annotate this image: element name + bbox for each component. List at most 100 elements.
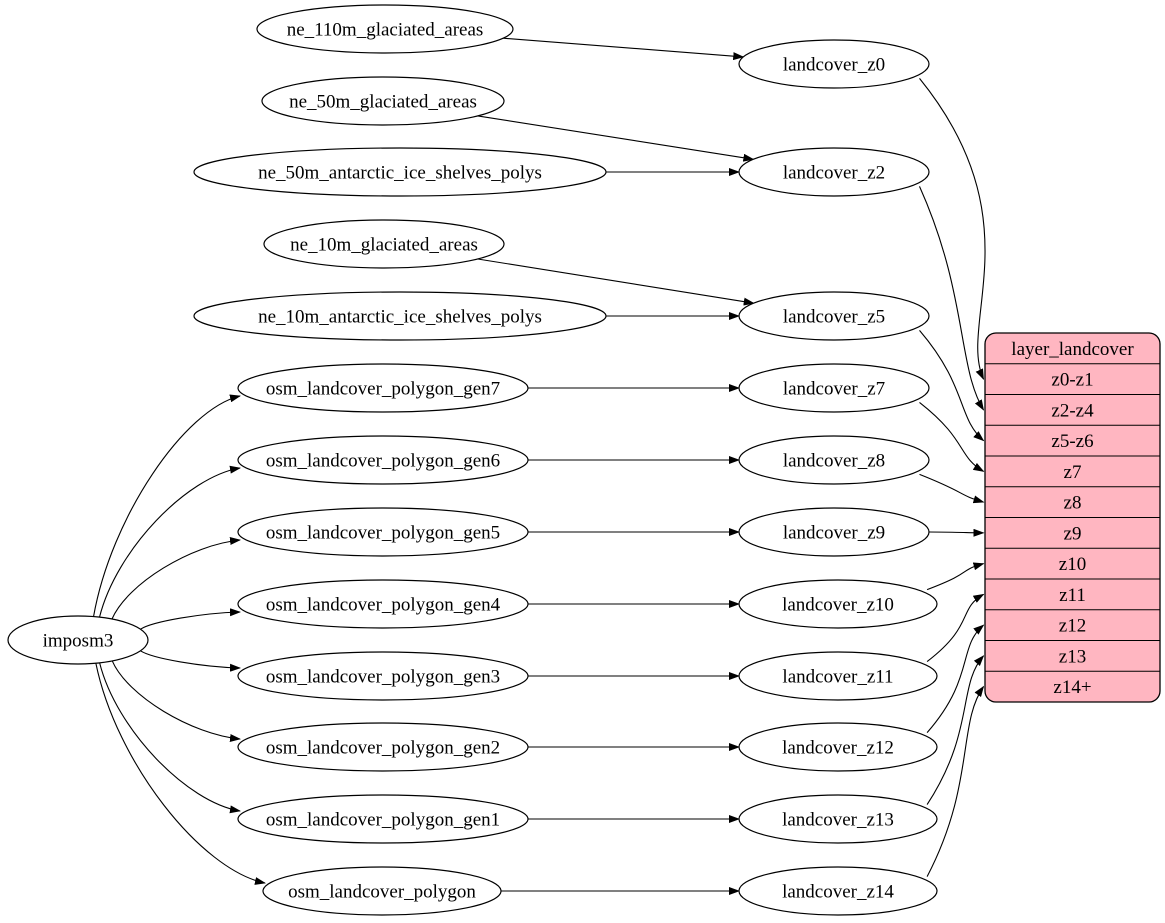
table-row-z5-z6: z5-z6: [1051, 431, 1093, 452]
node-osm_landcover_polygon_gen3: osm_landcover_polygon_gen3: [237, 651, 529, 701]
node-label-osm_landcover_polygon_gen3: osm_landcover_polygon_gen3: [266, 667, 500, 688]
node-layer: ne_110m_glaciated_areas ne_50m_glaciated_…: [7, 4, 1161, 916]
table-row-z8: z8: [1064, 493, 1082, 514]
node-label-osm_landcover_polygon_gen5: osm_landcover_polygon_gen5: [266, 523, 500, 544]
edge-landcover_z2--layer_landcover:z2-z4: [918, 186, 985, 411]
node-osm_landcover_polygon_gen6: osm_landcover_polygon_gen6: [237, 435, 529, 485]
node-osm_landcover_polygon_gen1: osm_landcover_polygon_gen1: [237, 794, 529, 844]
node-label-ne_50m_antarctic_ice_shelves_polys: ne_50m_antarctic_ice_shelves_polys: [258, 163, 542, 184]
node-ellipse-imposm3: [7, 615, 149, 665]
table-row-z0-z1: z0-z1: [1051, 370, 1093, 391]
node-osm_landcover_polygon_gen4: osm_landcover_polygon_gen4: [237, 579, 529, 629]
node-label-osm_landcover_polygon_gen4: osm_landcover_polygon_gen4: [266, 595, 501, 616]
node-label-landcover_z11: landcover_z11: [782, 667, 893, 688]
edge-imposm3--osm_landcover_polygon_gen3: [140, 650, 241, 672]
node-label-osm_landcover_polygon_gen6: osm_landcover_polygon_gen6: [266, 451, 500, 472]
edge-landcover_z8--layer_landcover:z8: [919, 473, 985, 504]
edge-landcover_z5--layer_landcover:z5-z6: [919, 330, 985, 442]
node-osm_landcover_polygon_gen7: osm_landcover_polygon_gen7: [237, 363, 529, 413]
node-label-ne_10m_glaciated_areas: ne_10m_glaciated_areas: [290, 235, 478, 256]
node-label-osm_landcover_polygon_gen2: osm_landcover_polygon_gen2: [266, 738, 500, 759]
table-row-z11: z11: [1059, 585, 1086, 606]
edge-landcover_z0--layer_landcover:z0-z1: [919, 78, 986, 381]
node-ne_110m_glaciated_areas: ne_110m_glaciated_areas: [256, 4, 514, 54]
node-ellipse-landcover_z8: [738, 435, 930, 485]
node-ellipse-osm_landcover_polygon_gen6: [237, 435, 529, 485]
node-landcover_z8: landcover_z8: [738, 435, 930, 485]
node-ellipse-landcover_z13: [738, 794, 938, 844]
node-landcover_z5: landcover_z5: [738, 291, 930, 341]
edge-imposm3--osm_landcover_polygon_gen6: [98, 465, 241, 618]
edge-ne_10m_glaciated_areas--landcover_z5: [477, 258, 755, 306]
node-label-osm_landcover_polygon_gen7: osm_landcover_polygon_gen7: [266, 379, 500, 400]
node-ellipse-landcover_z14: [738, 866, 938, 916]
table-row-z2-z4: z2-z4: [1051, 400, 1094, 421]
node-ellipse-osm_landcover_polygon_gen4: [237, 579, 529, 629]
edge-landcover_z11--layer_landcover:z11: [926, 593, 985, 663]
node-ellipse-landcover_z10: [738, 579, 938, 629]
node-ellipse-osm_landcover_polygon: [262, 866, 502, 916]
node-label-osm_landcover_polygon: osm_landcover_polygon: [288, 882, 476, 903]
table-row-z12: z12: [1059, 616, 1086, 637]
node-ellipse-ne_50m_glaciated_areas: [261, 76, 505, 126]
node-ellipse-osm_landcover_polygon_gen7: [237, 363, 529, 413]
edge-imposm3--osm_landcover_polygon_gen2: [111, 660, 241, 743]
edge-imposm3--osm_landcover_polygon_gen7: [92, 394, 241, 617]
table-layer_landcover: layer_landcover z0-z1 z2-z4 z5-z6 z7 z8 z9 z10 z…: [984, 332, 1161, 703]
edge-landcover_z13--layer_landcover:z13: [926, 655, 985, 805]
node-landcover_z9: landcover_z9: [738, 507, 930, 557]
table-row-z10: z10: [1059, 554, 1086, 575]
node-ellipse-ne_110m_glaciated_areas: [256, 4, 514, 54]
node-ne_10m_glaciated_areas: ne_10m_glaciated_areas: [263, 219, 505, 269]
node-landcover_z13: landcover_z13: [738, 794, 938, 844]
edge-imposm3--osm_landcover_polygon_gen1: [99, 662, 241, 814]
node-ellipse-landcover_z12: [738, 722, 938, 772]
node-landcover_z2: landcover_z2: [738, 147, 930, 197]
node-label-landcover_z12: landcover_z12: [782, 738, 894, 759]
node-ellipse-ne_10m_glaciated_areas: [263, 219, 505, 269]
node-landcover_z11: landcover_z11: [738, 651, 938, 701]
node-label-landcover_z10: landcover_z10: [782, 595, 894, 616]
node-ellipse-osm_landcover_polygon_gen1: [237, 794, 529, 844]
node-label-landcover_z0: landcover_z0: [783, 55, 885, 76]
node-label-landcover_z14: landcover_z14: [782, 882, 894, 903]
edge-ne_50m_glaciated_areas--landcover_z2: [477, 115, 755, 162]
edge-imposm3--osm_landcover_polygon: [95, 663, 266, 885]
node-ellipse-ne_10m_antarctic_ice_shelves_polys: [193, 291, 607, 341]
node-imposm3: imposm3: [7, 615, 149, 665]
table-row-z14+: z14+: [1053, 677, 1091, 698]
table-row-z9: z9: [1064, 523, 1082, 544]
node-osm_landcover_polygon: osm_landcover_polygon: [262, 866, 502, 916]
node-label-imposm3: imposm3: [43, 631, 114, 652]
node-osm_landcover_polygon_gen5: osm_landcover_polygon_gen5: [237, 507, 529, 557]
node-landcover_z7: landcover_z7: [738, 363, 930, 413]
node-ellipse-landcover_z9: [738, 507, 930, 557]
node-label-landcover_z7: landcover_z7: [783, 379, 885, 400]
node-label-landcover_z5: landcover_z5: [783, 307, 885, 328]
node-landcover_z0: landcover_z0: [738, 39, 930, 89]
edge-imposm3--osm_landcover_polygon_gen5: [111, 536, 241, 620]
node-label-landcover_z9: landcover_z9: [783, 523, 885, 544]
node-label-landcover_z2: landcover_z2: [783, 163, 885, 184]
table-title: layer_landcover: [1011, 339, 1134, 360]
node-landcover_z14: landcover_z14: [738, 866, 938, 916]
edge-landcover_z7--layer_landcover:z7: [919, 401, 985, 472]
node-label-ne_10m_antarctic_ice_shelves_polys: ne_10m_antarctic_ice_shelves_polys: [258, 307, 542, 328]
node-landcover_z12: landcover_z12: [738, 722, 938, 772]
node-ne_50m_glaciated_areas: ne_50m_glaciated_areas: [261, 76, 505, 126]
node-label-osm_landcover_polygon_gen1: osm_landcover_polygon_gen1: [266, 810, 500, 831]
node-ne_50m_antarctic_ice_shelves_polys: ne_50m_antarctic_ice_shelves_polys: [193, 147, 607, 197]
edge-landcover_z10--layer_landcover:z10: [926, 562, 985, 591]
node-label-landcover_z13: landcover_z13: [782, 810, 894, 831]
node-ellipse-ne_50m_antarctic_ice_shelves_polys: [193, 147, 607, 197]
node-ellipse-osm_landcover_polygon_gen2: [237, 722, 529, 772]
node-osm_landcover_polygon_gen2: osm_landcover_polygon_gen2: [237, 722, 529, 772]
node-ellipse-landcover_z7: [738, 363, 930, 413]
node-ellipse-landcover_z2: [738, 147, 930, 197]
node-landcover_z10: landcover_z10: [738, 579, 938, 629]
edge-landcover_z9--layer_landcover:z9: [928, 528, 985, 537]
node-ellipse-landcover_z11: [738, 651, 938, 701]
table-row-z7: z7: [1064, 462, 1082, 483]
